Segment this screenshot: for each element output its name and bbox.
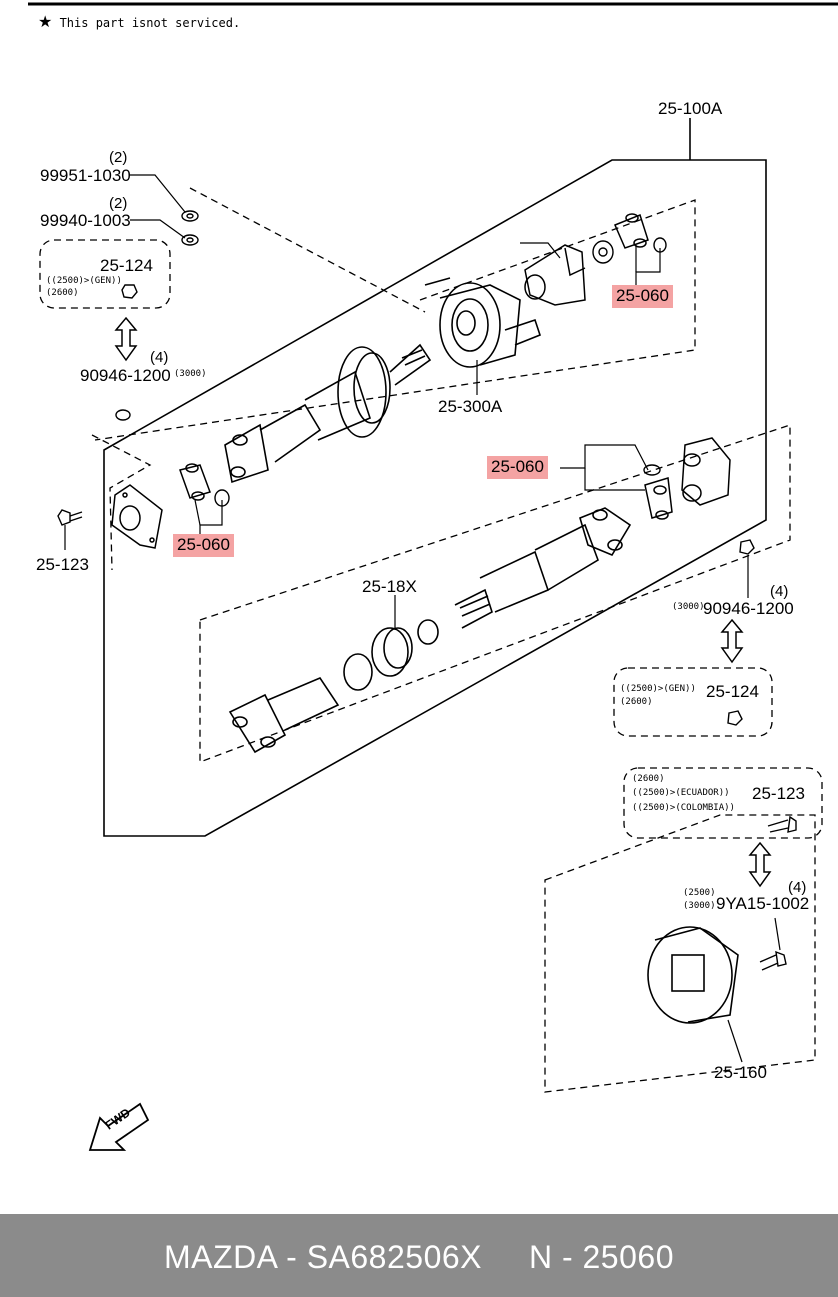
qty-damper-bolt: (4) xyxy=(788,879,807,896)
label-25-060-left: 25-060 xyxy=(173,534,234,557)
label-25-123-right: 25-123 xyxy=(752,784,805,803)
label-25-124-right: 25-124 xyxy=(706,682,759,701)
label-25-100a: 25-100A xyxy=(658,99,723,118)
note-bolt-left: (3000) xyxy=(174,369,207,379)
star-icon: ★ xyxy=(38,12,53,31)
bolts xyxy=(57,509,797,971)
label-25-060-mid: 25-060 xyxy=(487,456,548,479)
note-damper-bolt-1: (2500) xyxy=(683,888,716,898)
service-note: ★ This part isnot serviced. xyxy=(38,12,240,31)
note-25-123-right-2: ((2500)>(ECUADOR)) xyxy=(632,788,730,798)
label-25-160: 25-160 xyxy=(714,1063,767,1082)
note-25-123-right-3: ((2500)>(COLOMBIA)) xyxy=(632,803,735,813)
label-25-300a: 25-300A xyxy=(438,397,503,416)
footer-bar xyxy=(0,1214,838,1297)
yoke-upper xyxy=(524,244,586,306)
assembly-frame xyxy=(103,159,767,837)
damper xyxy=(647,926,739,1024)
label-99940-1003: 99940-1003 xyxy=(40,211,131,230)
note-25-124-right-2: (2600) xyxy=(620,697,653,707)
small-hardware xyxy=(115,210,755,726)
rear-shaft xyxy=(228,507,632,754)
label-25-123-left: 25-123 xyxy=(36,555,89,574)
note-bolt-right: (3000) xyxy=(672,602,705,612)
label-25-18x: 25-18X xyxy=(362,577,417,596)
note-25-123-right-1: (2600) xyxy=(632,774,665,784)
center-bearing xyxy=(424,277,541,368)
label-25-124-left: 25-124 xyxy=(100,256,153,275)
note-25-124-left-2: (2600) xyxy=(46,288,79,298)
label-25-060-top: 25-060 xyxy=(612,285,673,308)
label-90946-1200-right: 90946-1200 xyxy=(703,599,794,618)
label-99951-1030: 99951-1030 xyxy=(40,166,131,185)
service-note-text: This part isnot serviced. xyxy=(59,16,241,30)
qty-bolt-right: (4) xyxy=(770,583,789,600)
flange-left xyxy=(111,484,163,549)
qty-washer-lower: (2) xyxy=(109,195,128,212)
qty-bolt-left: (4) xyxy=(150,349,169,366)
footer-text: MAZDA - SA682506X N - 25060 xyxy=(164,1239,674,1275)
leader-lines xyxy=(64,174,781,1063)
double-arrows xyxy=(114,316,772,888)
flange-right xyxy=(681,437,731,506)
label-9ya15-1002: 9YA15-1002 xyxy=(716,894,810,913)
universal-joints xyxy=(179,213,673,520)
fwd-arrow xyxy=(88,1102,150,1151)
note-25-124-right-1: ((2500)>(GEN)) xyxy=(620,684,696,694)
front-shaft xyxy=(224,343,432,484)
label-90946-1200-left: 90946-1200 xyxy=(80,366,171,385)
qty-washer-upper: (2) xyxy=(109,149,128,166)
note-damper-bolt-2: (3000) xyxy=(683,901,716,911)
note-25-124-left-1: ((2500)>(GEN)) xyxy=(46,276,122,286)
